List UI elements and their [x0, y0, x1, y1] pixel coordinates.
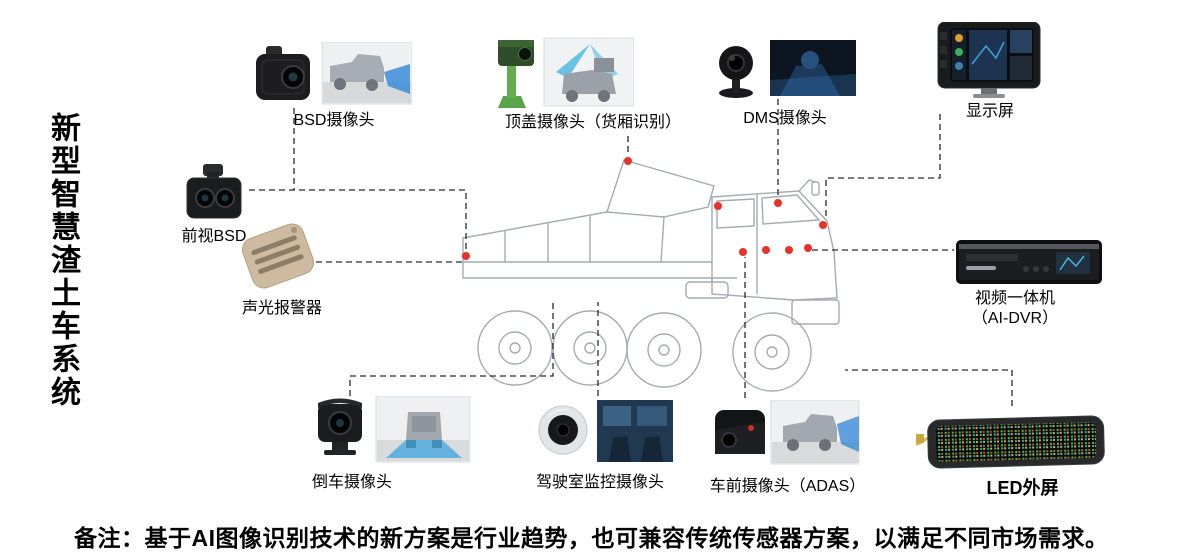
component-bsd-camera	[256, 41, 413, 111]
front-adas-camera-label: 车前摄像头（ADAS）	[709, 478, 866, 495]
rear-camera-label: 倒车摄像头	[311, 474, 392, 491]
truck-wheels	[477, 310, 812, 392]
top-cover-camera-label: 顶盖摄像头（货厢识别）	[504, 114, 681, 131]
sensor-dots	[462, 157, 827, 260]
display-screen-icon	[937, 21, 1041, 98]
dms-camera-icon	[719, 40, 856, 98]
component-top-cover-camera	[478, 36, 635, 115]
dms-preview-image	[770, 40, 856, 96]
component-cab-camera	[535, 398, 675, 471]
bsd-camera-label: BSD摄像头	[293, 112, 375, 129]
led-screen-label: LED外屏	[986, 478, 1059, 498]
connector-led	[845, 369, 1013, 406]
sensor-dot	[762, 246, 770, 254]
component-alarm	[240, 216, 320, 301]
sensor-dot	[785, 246, 793, 254]
dvr-icon	[956, 240, 1102, 284]
bsd-camera-icon	[256, 41, 413, 105]
connector-display	[825, 114, 941, 220]
connector-rear-cam	[349, 300, 554, 396]
cab-preview-image	[597, 400, 673, 462]
alarm-icon	[241, 223, 315, 289]
dms-camera-label: DMS摄像头	[743, 110, 827, 127]
sensor-dot	[714, 202, 722, 210]
sensor-dot	[739, 248, 747, 256]
connector-front-bsd	[249, 189, 467, 250]
led-screen-icon	[915, 415, 1105, 469]
sensor-dot	[804, 244, 812, 252]
truck-illustration	[462, 159, 840, 392]
component-dvr	[956, 236, 1104, 293]
front-adas-camera-icon	[715, 399, 860, 465]
bsd-preview-image	[321, 41, 413, 105]
component-display-screen	[936, 21, 1042, 107]
display-screen-label: 显示屏	[965, 103, 1014, 120]
dvr-sublabel: （AI-DVR）	[971, 310, 1059, 327]
front-bsd-icon	[186, 164, 242, 219]
front-adas-preview-image	[770, 399, 860, 465]
rear-preview-image	[375, 395, 471, 463]
component-dms-camera	[708, 40, 858, 103]
cab-camera-icon	[538, 400, 673, 462]
component-front-adas-camera	[713, 399, 861, 473]
rear-camera-icon	[318, 395, 471, 463]
footer-note: 备注：基于AI图像识别技术的新方案是行业趋势，也可兼容传统传感器方案，以满足不同…	[74, 525, 1109, 551]
top-cover-preview-image	[543, 37, 635, 107]
component-front-bsd	[183, 164, 245, 227]
component-led-screen	[915, 408, 1108, 479]
sensor-dot	[819, 221, 827, 229]
dvr-label: 视频一体机	[974, 290, 1055, 307]
component-rear-camera	[316, 395, 472, 471]
top-cover-camera-icon	[498, 37, 635, 108]
sensor-dot	[462, 252, 470, 260]
alarm-label: 声光报警器	[241, 300, 322, 317]
sensor-dot	[774, 199, 782, 207]
cab-camera-label: 驾驶室监控摄像头	[535, 474, 664, 491]
sensor-dot	[624, 157, 632, 165]
page-title: 新型智慧渣土车系统	[46, 112, 79, 409]
connector-lines	[249, 99, 1013, 406]
front-bsd-label: 前视BSD	[181, 228, 247, 245]
